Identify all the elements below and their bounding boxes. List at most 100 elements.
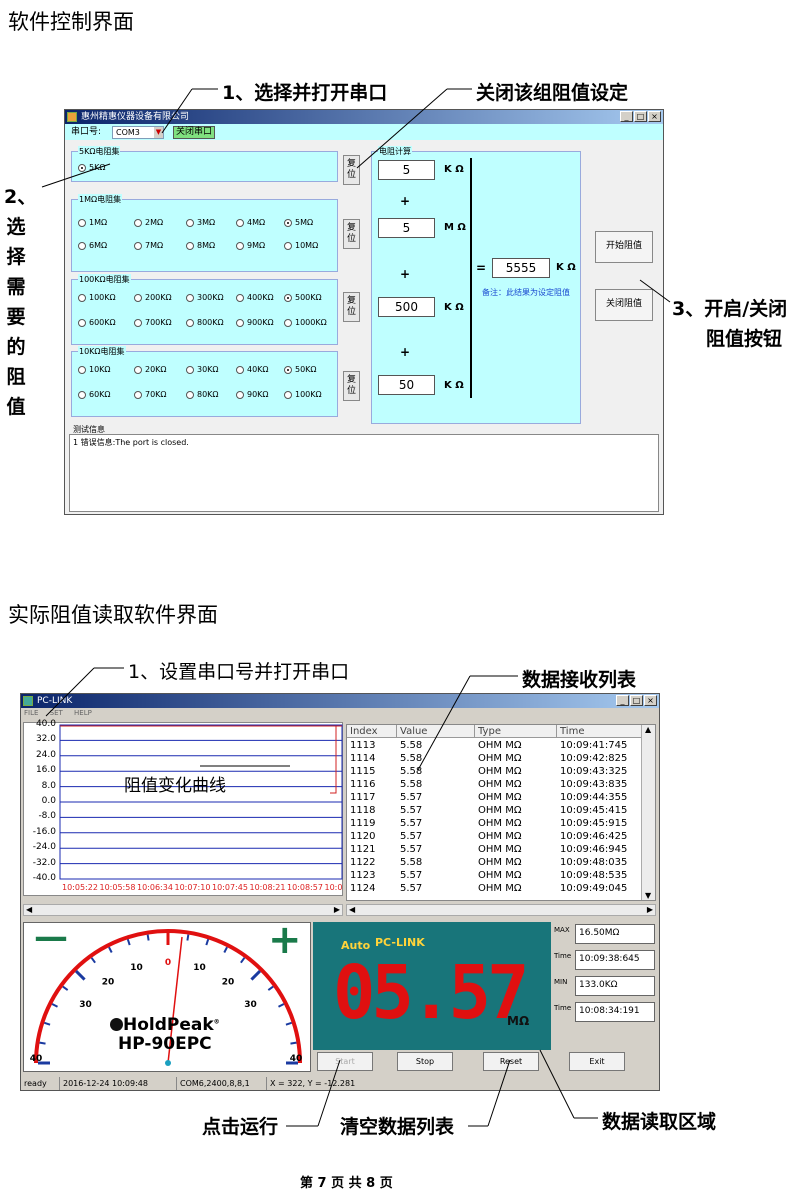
radio-5k[interactable]: 5KΩ [78,163,105,172]
scroll-up-icon[interactable]: ▲ [645,725,652,734]
scroll-left-icon[interactable]: ◀ [349,905,356,914]
table-cell: OHM MΩ [478,753,522,764]
radio-option[interactable]: 6MΩ [78,241,107,250]
radio-option[interactable]: 100KΩ [78,293,116,302]
radio-option[interactable]: 40KΩ [236,365,269,374]
radio-label: 30KΩ [197,365,219,374]
scroll-right-icon[interactable]: ▶ [333,905,340,914]
equals-sign: = [476,261,487,275]
chevron-down-icon[interactable]: ▼ [154,127,163,138]
stop-button[interactable]: Stop [397,1052,453,1071]
radio-option[interactable]: 4MΩ [236,218,265,227]
radio-option[interactable]: 3MΩ [186,218,215,227]
radio-option[interactable]: 300KΩ [186,293,224,302]
radio-option[interactable]: 20KΩ [134,365,167,374]
radio-option[interactable]: 2MΩ [134,218,163,227]
radio-label: 90KΩ [247,390,269,399]
radio-option[interactable]: 400KΩ [236,293,274,302]
col-header-index[interactable]: Index [347,725,397,738]
radio-option[interactable]: 10KΩ [78,365,111,374]
gauge-tick [290,1041,297,1045]
radio-option[interactable]: 900KΩ [236,318,274,327]
stop-resistance-button[interactable]: 关闭阻值 [595,289,653,321]
table-scrollbar[interactable]: ▲ ▼ [641,725,655,900]
menu-set[interactable]: SET [49,709,63,717]
radio-option[interactable]: 1000KΩ [284,318,327,327]
menu-help[interactable]: HELP [74,709,92,717]
table-cell: OHM MΩ [478,792,522,803]
maximize-icon[interactable]: □ [634,111,647,122]
radio-option[interactable]: 500KΩ [284,293,322,302]
gauge-label: 20 [222,977,235,987]
radio-option[interactable]: 800KΩ [186,318,224,327]
radio-option[interactable]: 9MΩ [236,241,265,250]
scroll-down-icon[interactable]: ▼ [645,891,652,900]
reset-button-10k[interactable]: 复位 [343,371,360,401]
value-input-100k[interactable]: 500 [378,297,435,317]
radio-option[interactable]: 30KΩ [186,365,219,374]
value-input-1m[interactable]: 5 [378,218,435,238]
radio-option[interactable]: 60KΩ [78,390,111,399]
radio-option[interactable]: 700KΩ [134,318,172,327]
radio-option[interactable]: 100KΩ [284,390,322,399]
col-header-type[interactable]: Type [475,725,557,738]
minimize-icon[interactable]: _ [616,695,629,706]
radio-option[interactable]: 600KΩ [78,318,116,327]
reset-button-1m[interactable]: 复位 [343,219,360,249]
reset-button[interactable]: Reset [483,1052,539,1071]
gauge-tick [90,957,96,964]
value-input-5k[interactable]: 5 [378,160,435,180]
maximize-icon[interactable]: □ [630,695,643,706]
close-port-button[interactable]: 关闭串口 [173,126,216,139]
radio-dot [236,318,244,327]
chart-frame [59,724,343,880]
chart-scrollbar[interactable]: ◀ ▶ [23,904,343,916]
radio-option[interactable]: 90KΩ [236,390,269,399]
close-icon[interactable]: × [644,695,657,706]
table-h-scrollbar[interactable]: ◀ ▶ [346,904,656,916]
radio-option[interactable]: 8MΩ [186,241,215,250]
log-area[interactable]: 1 错误信息:The port is closed. [69,434,659,512]
max-value: 16.50MΩ [575,924,655,944]
col-header-value[interactable]: Value [397,725,475,738]
unit-1m: M Ω [444,222,466,233]
max-time: 10:09:38:645 [575,950,655,970]
callout-open-port: 1、选择并打开串口 [222,82,388,104]
minimize-icon[interactable]: _ [620,111,633,122]
reset-button-5k[interactable]: 复位 [343,155,360,185]
radio-option[interactable]: 5MΩ [284,218,313,227]
radio-option[interactable]: 1MΩ [78,218,107,227]
radio-option[interactable]: 7MΩ [134,241,163,250]
reset-button-100k[interactable]: 复位 [343,292,360,322]
menu-file[interactable]: FILE [24,709,39,717]
radio-option[interactable]: 50KΩ [284,365,317,374]
close-icon[interactable]: × [648,111,661,122]
start-resistance-button[interactable]: 开始阻值 [595,231,653,263]
col-header-time[interactable]: Time [557,725,643,738]
radio-option[interactable]: 10MΩ [284,241,318,250]
value-input-10k[interactable]: 50 [378,375,435,395]
radio-option[interactable]: 80KΩ [186,390,219,399]
callout-select-1: 选 [6,216,26,238]
radio-option[interactable]: 70KΩ [134,390,167,399]
scroll-right-icon[interactable]: ▶ [646,905,653,914]
exit-button[interactable]: Exit [569,1052,625,1071]
start-button[interactable]: Start [317,1052,373,1071]
table-cell: OHM MΩ [478,883,522,894]
radio-option[interactable]: 200KΩ [134,293,172,302]
scroll-left-icon[interactable]: ◀ [26,905,33,914]
